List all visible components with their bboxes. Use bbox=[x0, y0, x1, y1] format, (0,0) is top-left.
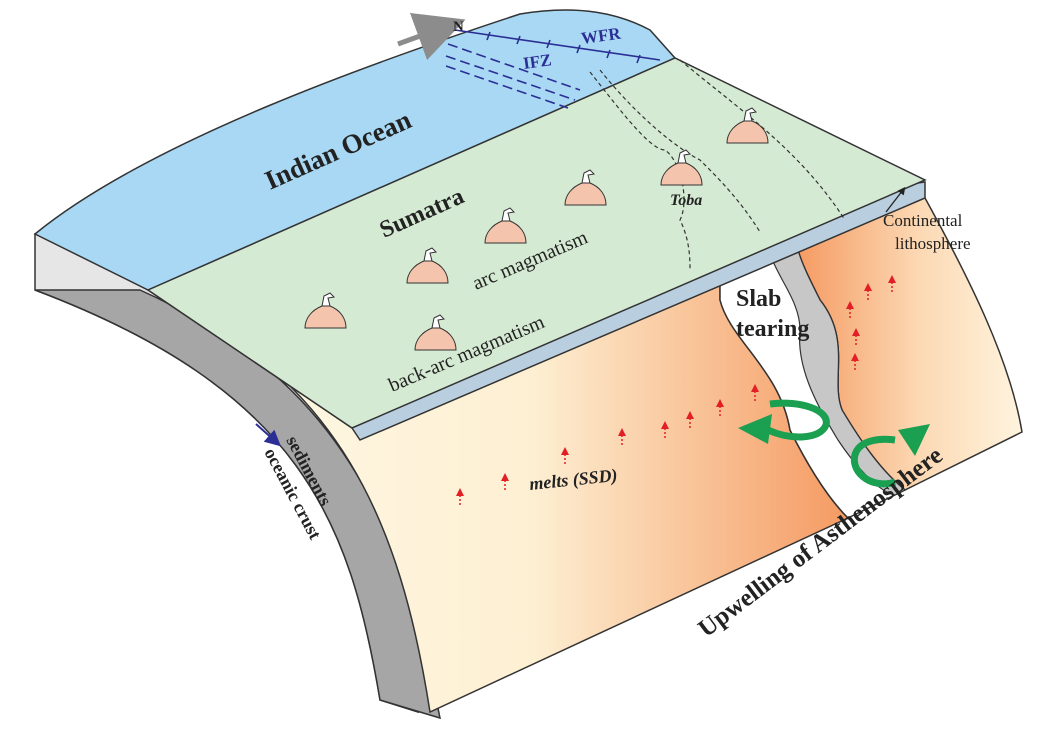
melt-arrow-icon bbox=[846, 301, 854, 318]
melt-arrow-icon bbox=[851, 353, 859, 370]
melt-arrows bbox=[456, 275, 896, 505]
tearing-label: tearing bbox=[736, 316, 809, 342]
volcano-icon bbox=[484, 207, 527, 244]
melt-arrow-icon bbox=[456, 488, 464, 505]
melt-arrow-icon bbox=[618, 428, 626, 445]
pointer-arrow-icon bbox=[885, 186, 906, 213]
melt-arrow-icon bbox=[888, 275, 896, 292]
upwelling-arrow-icon bbox=[850, 424, 930, 488]
north-label: N bbox=[453, 19, 464, 35]
continental-label: Continental bbox=[883, 211, 963, 230]
toba-label: Toba bbox=[670, 192, 702, 209]
volcano-icon bbox=[414, 314, 457, 351]
sumatra-surface bbox=[146, 57, 927, 429]
volcano-icon bbox=[726, 107, 769, 144]
melt-arrow-icon bbox=[686, 411, 694, 428]
ifz-fault-zone bbox=[445, 43, 581, 109]
melt-arrow-icon bbox=[716, 399, 724, 416]
volcano-icon bbox=[660, 149, 703, 186]
slab-label: Slab bbox=[736, 286, 781, 312]
lithosphere-label: lithosphere bbox=[895, 234, 971, 253]
melt-arrow-icon bbox=[501, 473, 509, 490]
subduction-arrow-icon bbox=[255, 423, 281, 447]
ifz-label: IFZ bbox=[522, 50, 553, 73]
upwelling-arrow-icon bbox=[738, 399, 830, 444]
melt-arrow-icon bbox=[864, 283, 872, 300]
melt-arrow-icon bbox=[661, 421, 669, 438]
melt-arrow-icon bbox=[751, 384, 759, 401]
melt-arrow-icon bbox=[852, 328, 860, 345]
volcano-icon bbox=[564, 169, 607, 206]
volcano-icon bbox=[406, 247, 449, 284]
oceanic-crust-layer bbox=[34, 289, 441, 720]
wfr-fault bbox=[454, 29, 661, 64]
north-arrow-icon bbox=[397, 13, 466, 61]
melt-arrow-icon bbox=[561, 447, 569, 464]
volcano-icon bbox=[304, 292, 347, 329]
tear-edge-strip bbox=[767, 218, 907, 496]
